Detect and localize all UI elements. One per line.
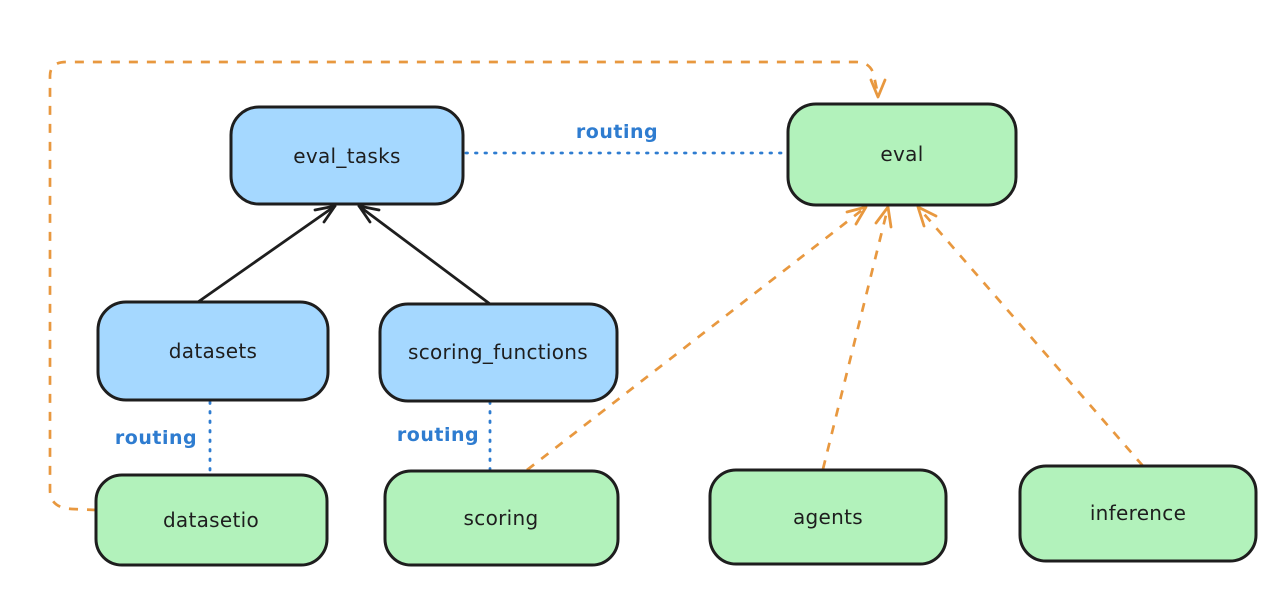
node-eval-tasks-label: eval_tasks <box>293 144 400 168</box>
node-scoring-functions-box <box>378 302 619 403</box>
node-scoring-functions: scoring_functions <box>378 302 619 403</box>
node-scoring: scoring <box>383 469 620 567</box>
node-inference-box <box>1018 464 1258 563</box>
node-agents-label: agents <box>793 505 863 529</box>
node-scoring-box <box>383 469 620 567</box>
edge-datasets-to-eval-tasks-arrowhead <box>313 204 337 224</box>
node-datasetio-label: datasetio <box>163 508 259 532</box>
node-scoring-label: scoring <box>464 506 539 530</box>
node-datasets-box <box>96 300 330 402</box>
edge-agents-to-eval <box>821 206 890 470</box>
edge-label-routing-top: routing <box>576 121 658 143</box>
node-agents: agents <box>708 468 948 566</box>
edge-datasetio-to-eval <box>48 60 880 512</box>
node-datasetio: datasetio <box>94 473 329 567</box>
edge-inference-to-eval <box>916 206 1145 467</box>
edge-agents-to-eval-arrowhead <box>874 205 893 229</box>
node-eval-tasks-box <box>229 105 465 206</box>
edge-inference-to-eval-arrowhead <box>916 205 938 228</box>
node-inference: inference <box>1018 464 1258 563</box>
edge-scoring-to-eval-arrowhead <box>845 205 868 226</box>
node-eval: eval <box>786 102 1018 207</box>
node-eval-tasks: eval_tasks <box>229 105 465 206</box>
node-inference-label: inference <box>1090 501 1186 525</box>
edge-scoring-functions-to-eval-tasks <box>357 204 492 306</box>
edge-scoring-functions-to-eval-tasks-arrowhead <box>357 204 381 224</box>
edge-datasets-to-eval-tasks <box>196 204 337 304</box>
node-eval-label: eval <box>880 142 923 166</box>
edge-label-routing-left: routing <box>115 427 197 449</box>
node-datasets: datasets <box>96 300 330 402</box>
node-agents-box <box>708 468 948 566</box>
node-datasetio-box <box>94 473 329 567</box>
edge-label-routing-middle: routing <box>397 424 479 446</box>
edge-datasetio-to-eval-arrowhead <box>869 78 887 99</box>
node-scoring-functions-label: scoring_functions <box>408 340 588 364</box>
node-datasets-label: datasets <box>169 339 257 363</box>
node-eval-box <box>786 102 1018 207</box>
